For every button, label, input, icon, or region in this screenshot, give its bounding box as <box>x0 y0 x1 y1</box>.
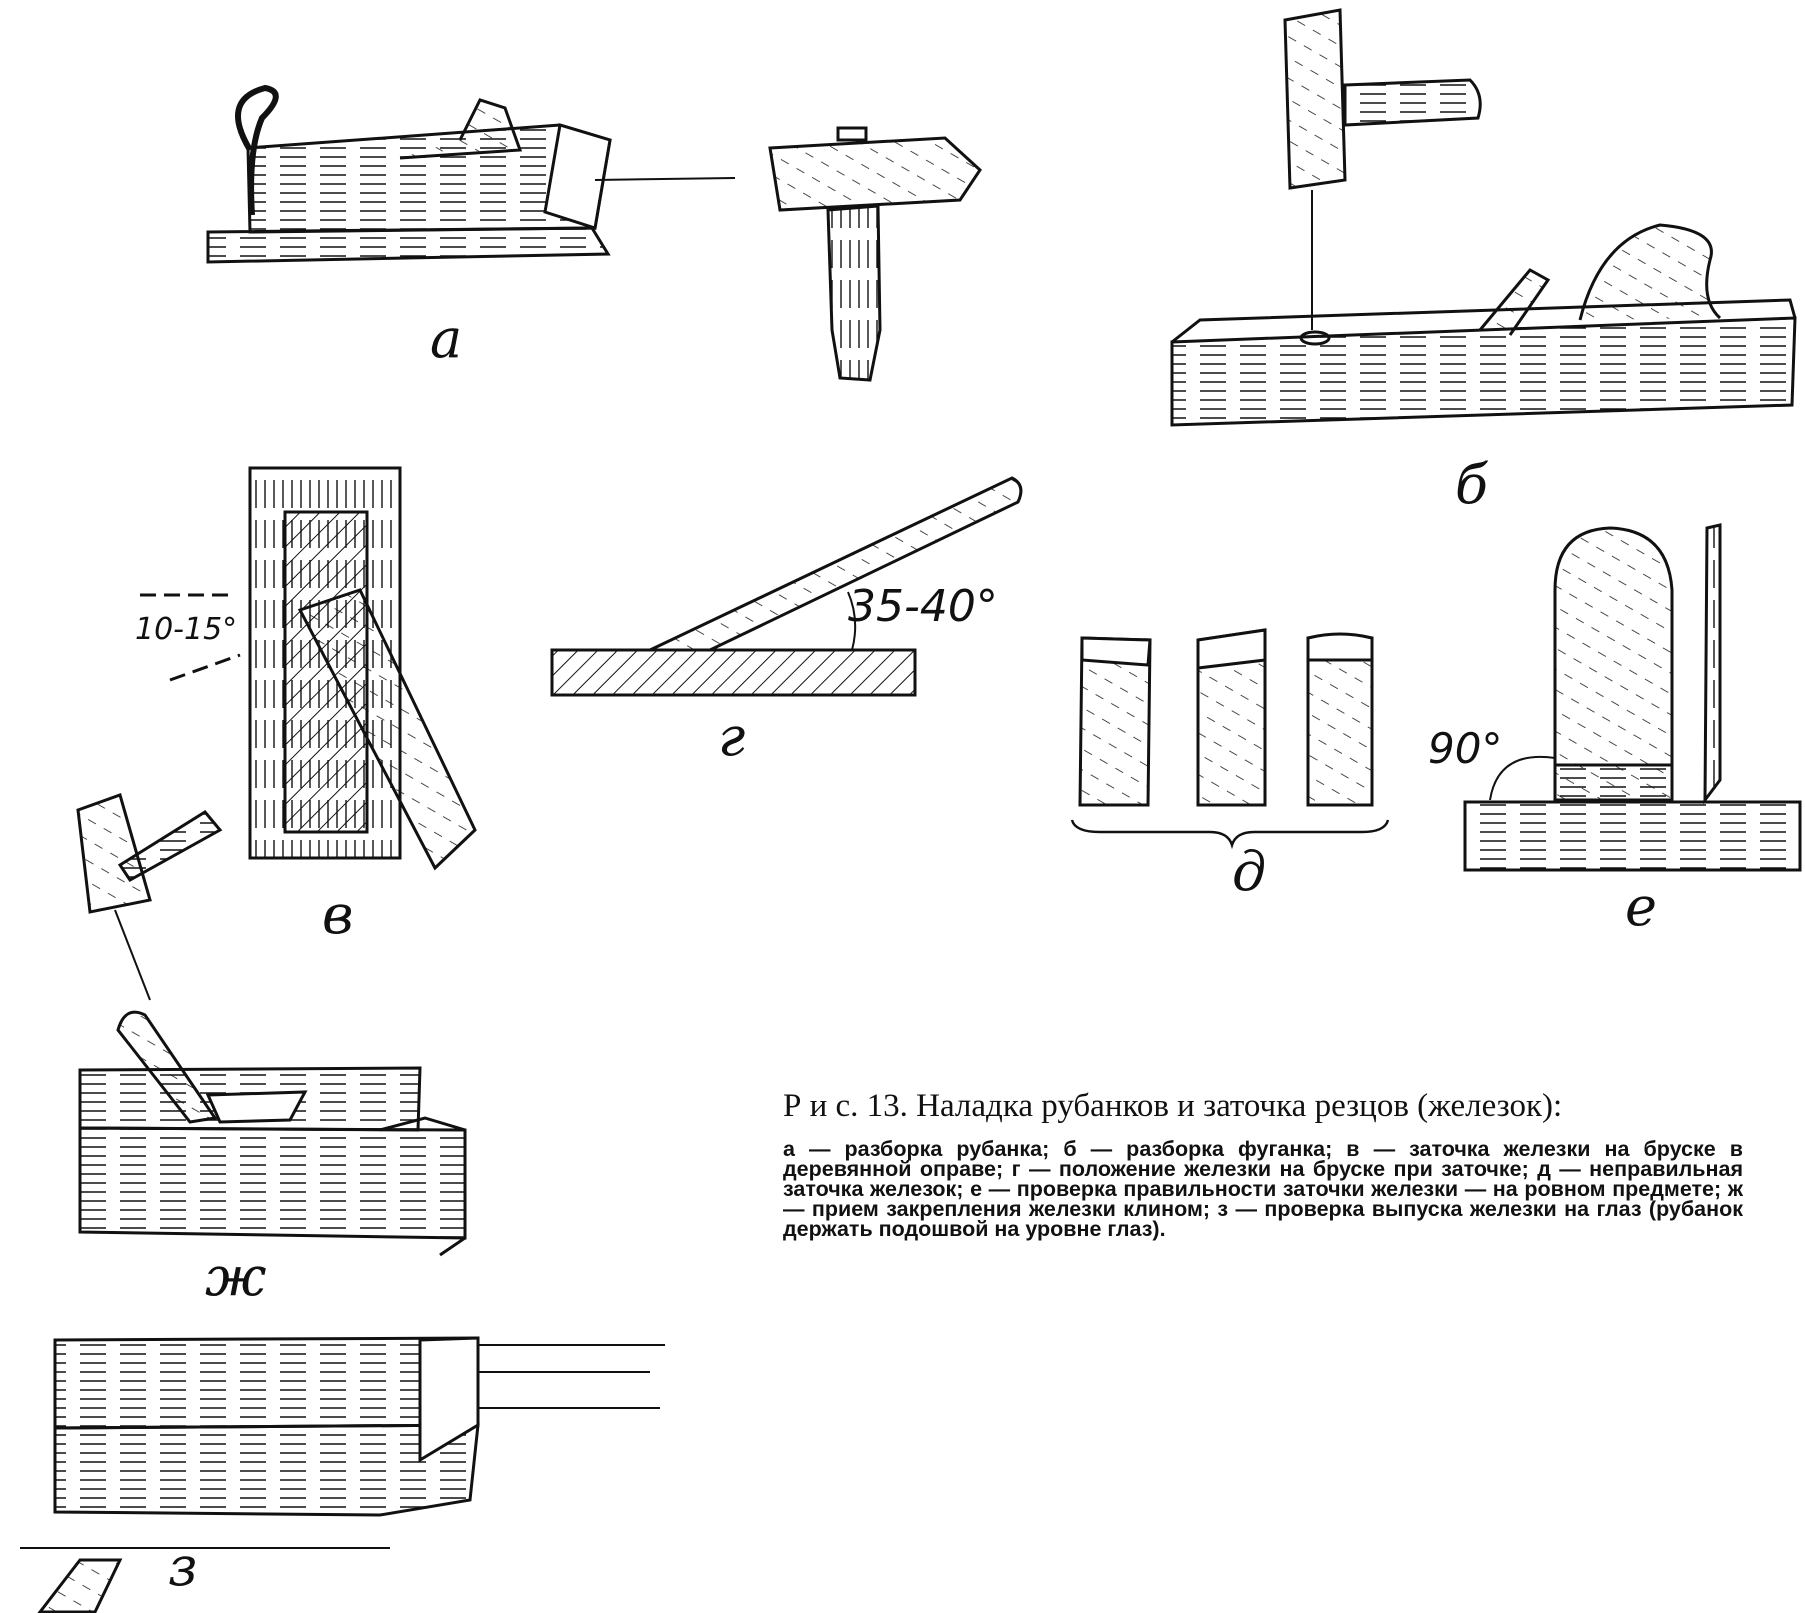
label-v: в <box>322 883 354 946</box>
figure-caption: Р и с. 13. Наладка рубанков и заточка ре… <box>783 1088 1743 1241</box>
angle-90: 90° <box>1428 724 1503 773</box>
small-hammer-zh <box>76 793 223 1001</box>
label-b: б <box>1455 453 1488 516</box>
label-zh: ж <box>205 1245 267 1308</box>
label-e: е <box>1625 875 1657 938</box>
label-g: г <box>718 705 746 768</box>
check-on-flat-surface-e <box>1463 523 1802 872</box>
eye-check-z <box>20 1336 665 1613</box>
label-a: а <box>430 307 463 370</box>
jointer-disassembly-b <box>1170 223 1797 427</box>
caption-body: а — разборка рубанка; б — разборка фуган… <box>783 1137 1743 1241</box>
hammer-b <box>1283 8 1482 330</box>
plane-disassembly-a <box>206 84 736 264</box>
angle-35-40: 35-40° <box>848 581 998 632</box>
caption-title: Р и с. 13. Наладка рубанков и заточка ре… <box>783 1088 1563 1124</box>
angle-10-15: 10-15° <box>135 612 238 647</box>
label-z: з <box>168 1535 198 1598</box>
blade-sharpening-holder-v <box>140 466 477 871</box>
label-d: д <box>1232 840 1267 903</box>
hammer-a <box>768 126 982 382</box>
incorrect-sharpening-d <box>1070 628 1390 850</box>
sharpening-position-g <box>550 476 1023 697</box>
wedge-fixing-zh <box>78 1010 467 1257</box>
